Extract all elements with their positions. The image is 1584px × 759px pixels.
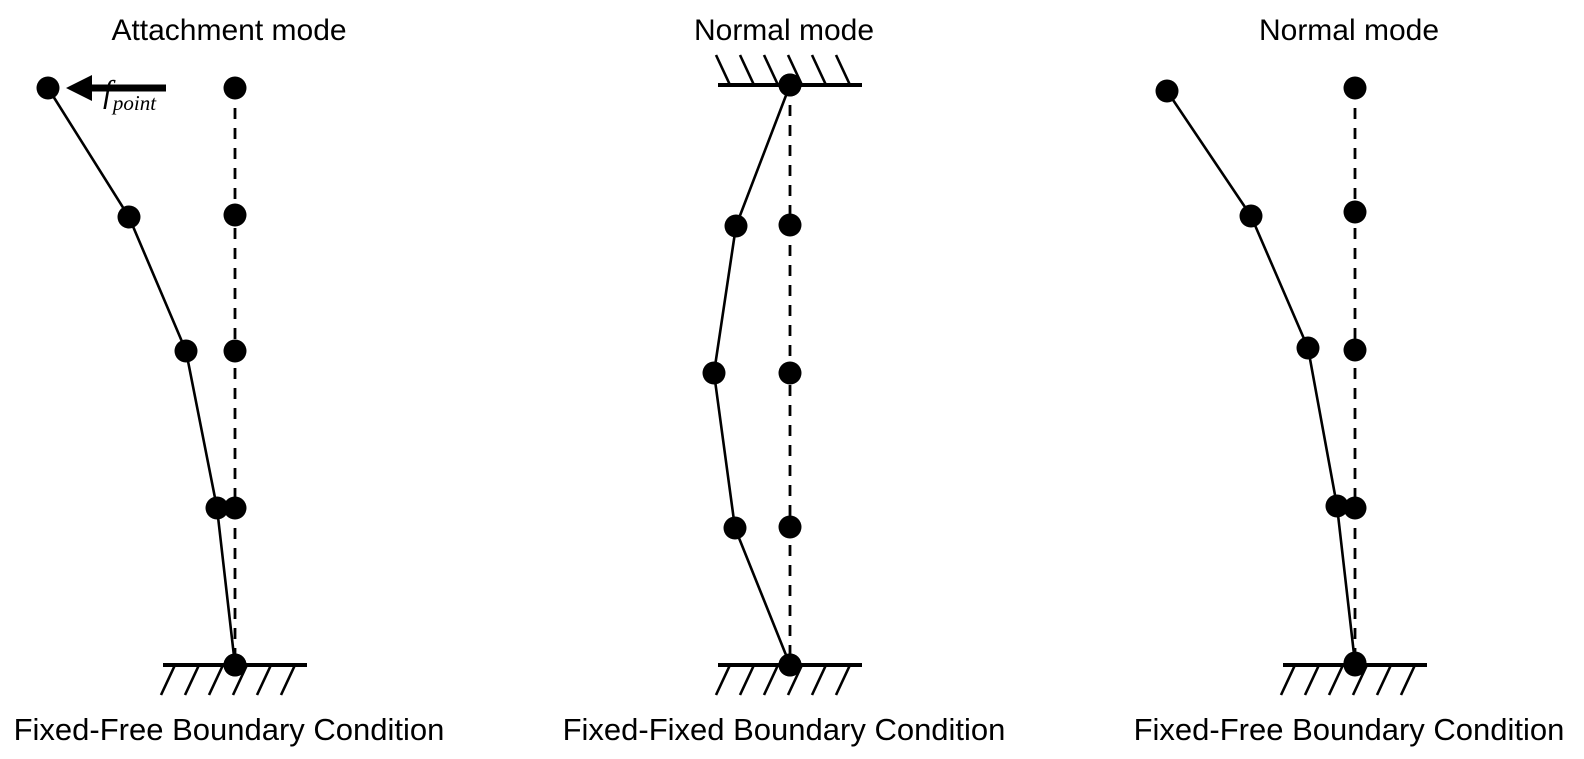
support-hatch-middle-above xyxy=(738,54,756,86)
support-hatch-middle-above xyxy=(834,54,852,86)
mode-shape-line-middle xyxy=(712,83,792,667)
support-hatch-right-below xyxy=(1351,664,1369,696)
mode-node-right-1 xyxy=(1155,79,1179,103)
support-hatch-middle-below xyxy=(738,664,756,696)
reference-node-middle-4 xyxy=(778,515,802,539)
reference-node-right-1 xyxy=(1343,76,1367,100)
reference-node-left-1 xyxy=(223,76,247,100)
mode-node-right-3 xyxy=(1296,336,1320,360)
support-hatch-middle-above xyxy=(762,54,780,86)
support-hatch-right-below xyxy=(1327,664,1345,696)
mode-node-left-2 xyxy=(117,205,141,229)
mode-node-right-2 xyxy=(1239,204,1263,228)
panel-title-middle: Normal mode xyxy=(694,14,874,47)
panel-caption-left: Fixed-Free Boundary Condition xyxy=(14,712,445,747)
support-hatch-left-below xyxy=(207,664,225,696)
reference-node-left-4 xyxy=(223,496,247,520)
force-label-subscript: point xyxy=(111,91,157,115)
support-hatch-left-below xyxy=(231,664,249,696)
support-hatch-left-below xyxy=(255,664,273,696)
mode-node-left-3 xyxy=(174,339,198,363)
mode-node-left-4 xyxy=(205,496,229,520)
reference-node-right-4 xyxy=(1343,496,1367,520)
support-hatch-middle-below xyxy=(762,664,780,696)
force-label-left: fpoint xyxy=(103,73,157,115)
mode-node-middle-4 xyxy=(723,516,747,540)
reference-node-left-2 xyxy=(223,203,247,227)
mode-node-right-4 xyxy=(1325,494,1349,518)
panel-caption-right: Fixed-Free Boundary Condition xyxy=(1134,712,1565,747)
support-hatch-middle-above xyxy=(810,54,828,86)
support-hatch-middle-above xyxy=(714,54,732,86)
reference-node-right-2 xyxy=(1343,200,1367,224)
mode-node-middle-3 xyxy=(702,361,726,385)
support-hatch-middle-below xyxy=(810,664,828,696)
support-hatch-right-below xyxy=(1279,664,1297,696)
reference-node-middle-3 xyxy=(778,361,802,385)
reference-node-right-3 xyxy=(1343,338,1367,362)
support-hatch-left-below xyxy=(183,664,201,696)
force-arrow-head-left xyxy=(66,75,92,101)
mode-shape-line-right xyxy=(1165,89,1357,665)
support-hatch-middle-below xyxy=(786,664,804,696)
mode-node-middle-2 xyxy=(724,214,748,238)
panel-title-right: Normal mode xyxy=(1259,14,1439,47)
support-hatch-left-below xyxy=(159,664,177,696)
reference-node-middle-2 xyxy=(778,213,802,237)
support-hatch-left-below xyxy=(279,664,297,696)
support-hatch-right-below xyxy=(1375,664,1393,696)
mode-node-left-1 xyxy=(36,76,60,100)
reference-node-left-3 xyxy=(223,339,247,363)
support-hatch-middle-above xyxy=(786,54,804,86)
mode-shape-line-left xyxy=(46,86,237,667)
panel-title-left: Attachment mode xyxy=(111,14,346,47)
support-hatch-middle-below xyxy=(834,664,852,696)
panel-caption-middle: Fixed-Fixed Boundary Condition xyxy=(563,712,1006,747)
support-hatch-right-below xyxy=(1303,664,1321,696)
support-hatch-middle-below xyxy=(714,664,732,696)
support-hatch-right-below xyxy=(1399,664,1417,696)
